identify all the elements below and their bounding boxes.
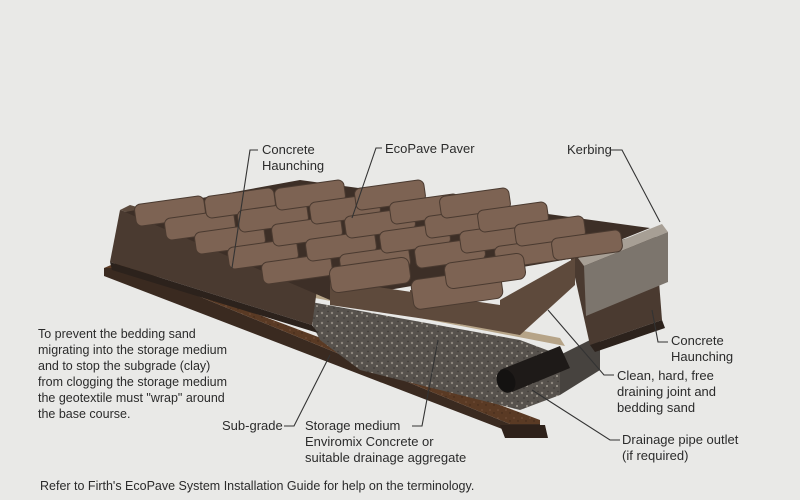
label-storage-medium: Storage medium Enviromix Concrete or sui… — [305, 418, 467, 465]
paver-surface — [125, 179, 650, 335]
label-bedding-sand: Clean, hard, free draining joint and bed… — [617, 368, 717, 415]
footnote: Refer to Firth's EcoPave System Installa… — [40, 479, 475, 493]
leader-kerbing — [610, 149, 661, 223]
label-concrete-haunching-right: Concrete Haunching — [671, 333, 734, 364]
leader-sub-grade — [284, 354, 331, 427]
leader-storage-medium — [412, 339, 439, 427]
geotextile-note: To prevent the bedding sand migrating in… — [38, 327, 227, 421]
leader-concrete-haunching-right — [651, 309, 668, 343]
storage-medium-layer — [300, 300, 600, 410]
leader-ecopave-paver — [351, 147, 382, 219]
label-ecopave-paver: EcoPave Paver — [385, 141, 475, 156]
leader-lines — [231, 147, 668, 441]
leader-drainage-pipe — [531, 389, 620, 441]
leader-bedding-sand — [547, 309, 614, 376]
label-drainage-pipe: Drainage pipe outlet (if required) — [622, 432, 739, 463]
label-sub-grade: Sub-grade — [222, 418, 283, 433]
drainage-pipe — [496, 346, 570, 393]
label-kerbing: Kerbing — [567, 142, 612, 157]
kerbing — [578, 224, 668, 316]
label-concrete-haunching-top: Concrete Haunching — [262, 142, 325, 173]
leader-concrete-haunching-top — [231, 149, 258, 269]
